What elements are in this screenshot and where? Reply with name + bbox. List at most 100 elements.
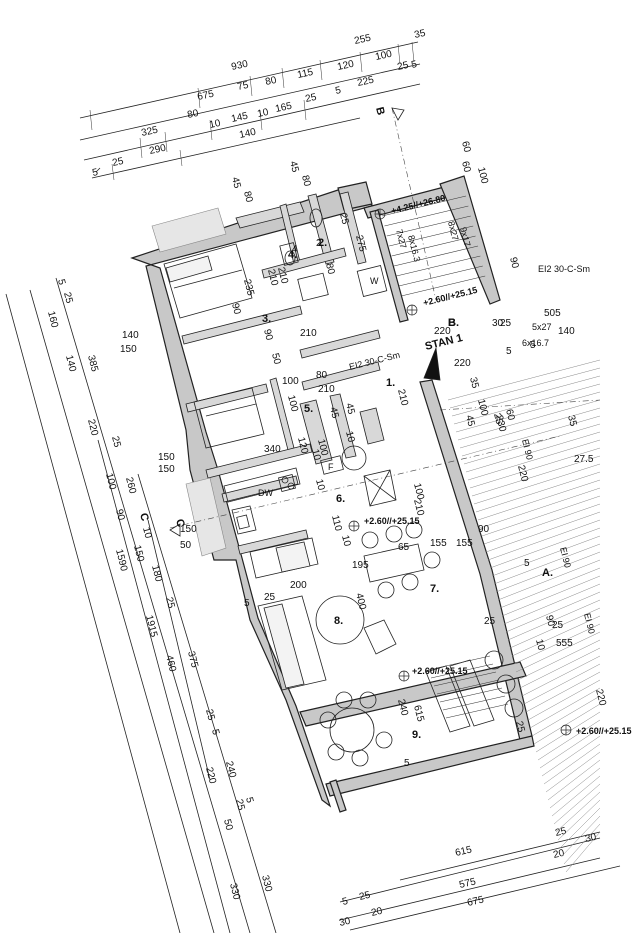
interior-dim: 140 [558,326,575,337]
interior-dim: 210 [275,266,290,285]
dim-l-220b: 220 [203,766,218,785]
interior-dim: 4 [292,244,298,255]
interior-dim: 340 [264,444,281,455]
section-lines [169,107,601,529]
terrace-hatch-line [541,735,601,777]
interior-dim: 10 [313,478,326,492]
dim-l-160: 160 [45,310,60,329]
terrace-hatch-line [515,631,601,673]
dim-5b: 5 [334,85,342,97]
dim-b-20b: 20 [370,906,384,919]
interior-dim: 230 [493,414,508,433]
stair-note-2: 8x16.3 [406,234,422,263]
terrace-hatch-line [501,575,601,617]
lounger-slat [442,695,506,711]
terrace-hatch-line [467,439,601,481]
dim-5: 5 [410,59,418,71]
interior-dim: 120 [295,436,310,455]
interior-dim: 5 [404,758,410,769]
terrace-hatch-line [507,599,601,641]
dim-l-260: 260 [123,476,138,495]
terrace-hatch-line [465,431,601,473]
interior-dim: 25 [500,318,512,329]
interior-dim: 60 [459,140,472,154]
terrace-hatch-line [533,703,601,745]
room-1: 1. [386,377,395,389]
terrace-hatch-line [551,775,601,817]
terrace-hatch-line [461,415,601,457]
interior-dim: 80 [299,174,312,188]
interior-dim: 90 [543,614,556,628]
interior-dim: 210 [300,328,317,339]
interior-dim: 25 [337,212,350,226]
interior-dim: 50 [269,352,282,366]
dim-675: 675 [196,89,215,103]
stair-tread [381,195,467,217]
dim-b-615: 615 [454,844,473,859]
interior-dim: 35 [565,414,578,428]
stair-tread [393,245,479,267]
staircase [381,195,509,719]
stair-tread [396,255,481,277]
terrace-hatch-line [497,559,601,601]
room-b: B. [448,317,459,329]
dim-25c: 25 [111,156,125,169]
dim-115: 115 [296,67,314,81]
interior-dim: 90 [229,302,242,316]
dim-l-50: 50 [221,818,234,832]
left-dimension-lines [5,277,277,933]
bottom-dimension-lines [339,831,621,931]
interior-dim: 155 [456,538,473,549]
terrace-hatch-line [475,471,601,513]
interior-dim: 195 [352,560,369,571]
terrace-hatch [447,359,601,873]
dim-b-30: 30 [584,832,598,845]
terrace-hatch-line [563,823,601,865]
interior-dim: 505 [544,308,561,319]
lounger-slat [436,679,500,695]
terrace-hatch-line [453,383,601,425]
interior-dim: 150 [158,464,175,475]
dining-table [363,543,425,583]
dim-b-20: 20 [552,848,566,861]
interior-dim: 150 [120,344,137,355]
kitchen-counter [223,467,301,503]
terrace-hatch-line [483,503,601,545]
terrace-hatch-line [539,727,601,769]
terrace-hatch-line [449,367,601,409]
interior-dim: 2. [316,238,324,249]
dim-120: 120 [336,59,355,73]
terrace-hatch-line [489,527,601,569]
interior-dim: 210 [265,268,280,287]
dim-255: 255 [353,33,372,47]
dim-l-10: 10 [140,526,153,540]
terrace-hatch-line [559,807,601,849]
dim-75: 75 [236,80,250,93]
room-6: 6. [336,493,345,505]
interior-dim: 235 [241,278,256,297]
sofa [257,595,327,691]
interior-dim: 210 [411,498,426,517]
section-label-b-mid: B [448,317,456,329]
interior-dim: 45 [463,414,476,428]
stair-tread [398,265,483,287]
terrace-hatch-line [485,511,601,553]
left-planter [151,207,227,253]
interior-dim: 150 [158,452,175,463]
dim-80b: 80 [186,108,200,121]
dim-10: 10 [208,118,222,131]
interior-dim: 25 [484,616,496,627]
round-table [315,595,365,645]
terrace-hatch-line [561,815,601,857]
interior-dim: 90 [507,256,520,270]
interior-dim: 240 [395,698,410,717]
dim-l-5e: 5 [243,796,255,804]
dim-l-25d: 25 [203,708,216,722]
interior-dim: 615 [411,704,426,723]
dim-145: 145 [230,111,249,125]
terrace-hatch-line [479,487,601,529]
dim-b-25b: 25 [358,890,372,903]
stair-tread [401,275,486,297]
